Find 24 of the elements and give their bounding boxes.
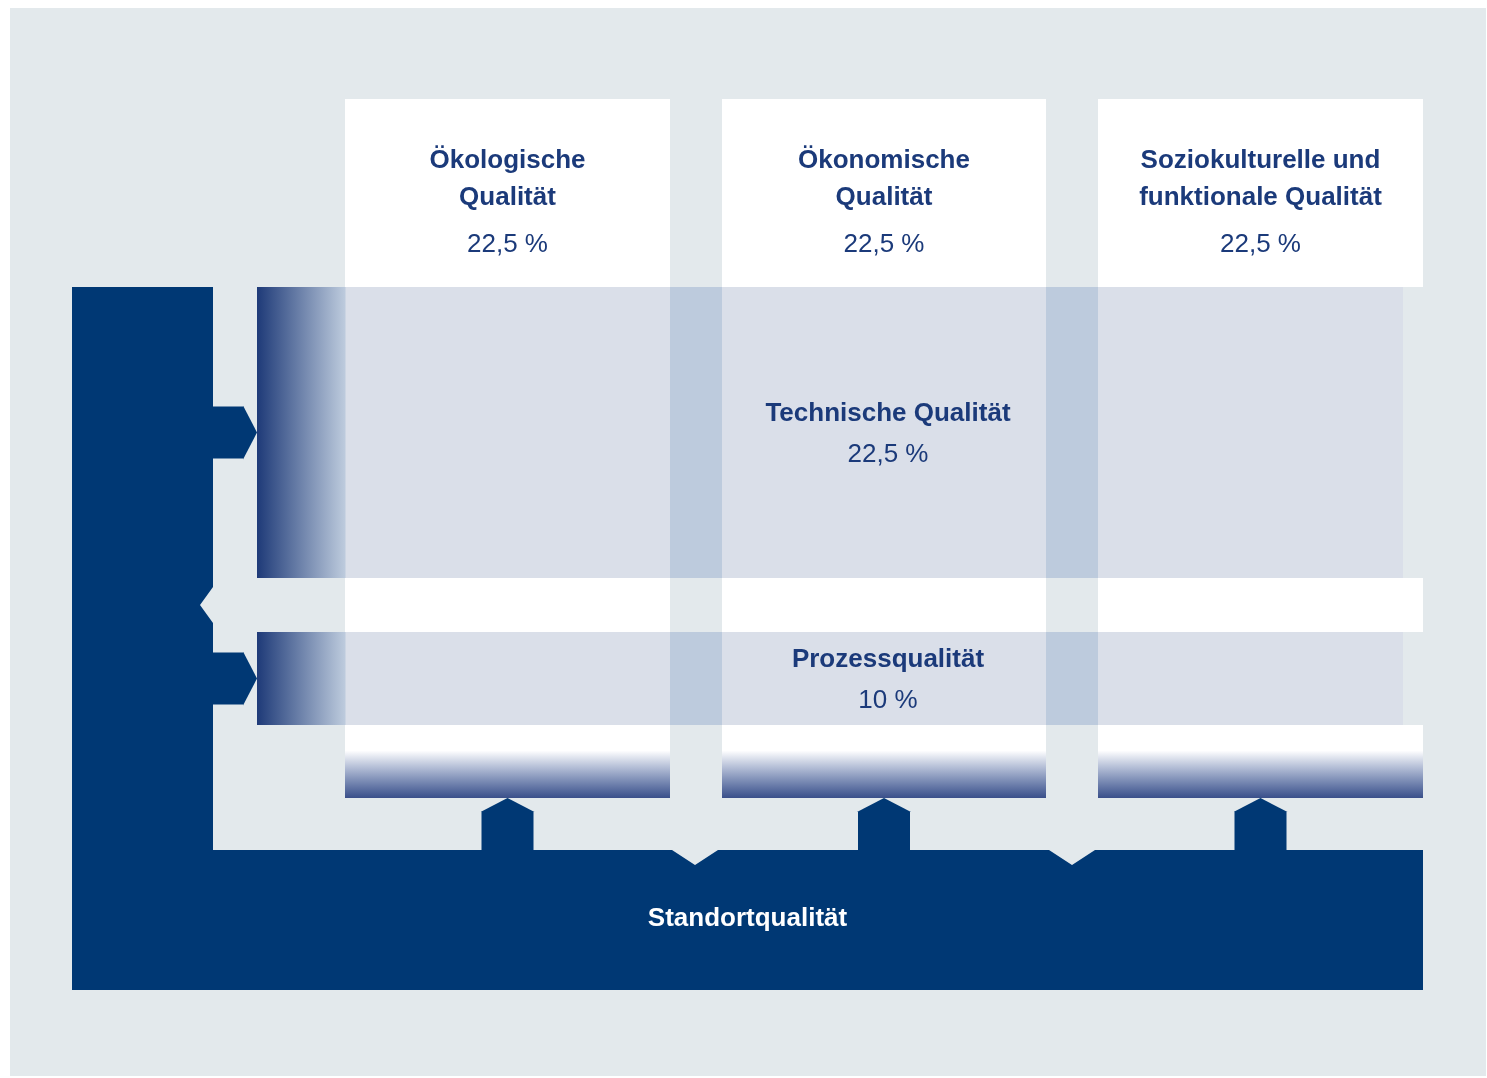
gradient-bar [1098,725,1423,798]
column-header-panel [345,99,670,287]
percentage: 22,5 % [467,227,548,260]
percentage: 22,5 % [847,436,929,470]
gradient-bar [345,725,670,798]
band-panel [257,287,1403,578]
chevron-arrow [857,798,911,850]
band-panel [257,632,1403,725]
band-heading: Prozessqualität [791,641,985,675]
chevron-arrow [213,405,257,460]
column-header-panel [1098,99,1423,287]
percentage: 22,5 % [1220,227,1301,260]
chevron-arrow [213,651,257,706]
chevron-arrow [480,798,535,850]
column-heading: Ökonomische Qualität [797,143,971,213]
gradient-bar [722,725,1046,798]
column-header-panel [722,99,1046,287]
chevron-arrow [1233,798,1288,850]
band-heading: Technische Qualität [765,395,1011,429]
base-heading: Standortqualität [647,901,848,934]
column-heading: Soziokulturelle und funktionale Qualität [1138,143,1383,213]
column-heading: Ökologische Qualität [428,143,587,213]
percentage: 10 % [858,682,918,716]
percentage: 22,5 % [843,227,925,260]
